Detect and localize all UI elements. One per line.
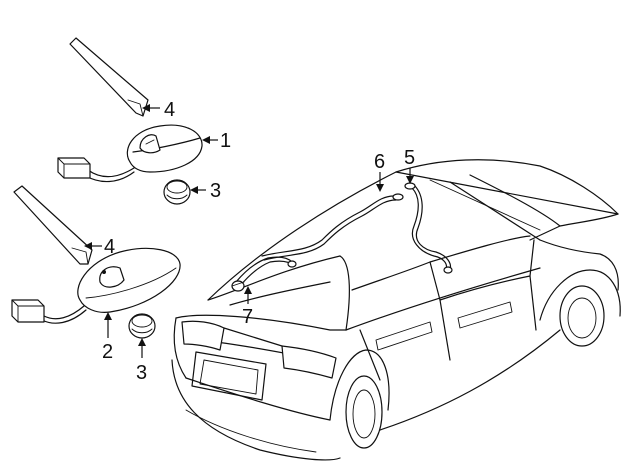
callout-label-1: 1 — [220, 130, 231, 152]
callout-label-4-upper: 4 — [164, 99, 175, 121]
callout-label-5: 5 — [404, 147, 415, 169]
callout-label-3-lower: 3 — [136, 362, 147, 384]
antenna-cable-7 — [231, 256, 297, 292]
callout-label-3-upper: 3 — [210, 180, 221, 202]
callout-label-7: 7 — [242, 306, 253, 328]
antenna-cable-6 — [261, 193, 404, 261]
callout-label-6: 6 — [374, 151, 385, 173]
car-body — [171, 159, 621, 461]
antenna-cable-5 — [404, 182, 453, 274]
grommet-upper — [163, 179, 191, 205]
antenna-base-lower — [11, 247, 181, 324]
callout-label-2: 2 — [102, 341, 113, 363]
antenna-mast-lower — [13, 185, 93, 265]
grommet-lower — [128, 313, 156, 339]
antenna-mast-upper — [69, 37, 149, 117]
antenna-base-upper — [57, 124, 203, 183]
callout-label-4-lower: 4 — [104, 236, 115, 258]
callout-arrows — [84, 104, 414, 358]
